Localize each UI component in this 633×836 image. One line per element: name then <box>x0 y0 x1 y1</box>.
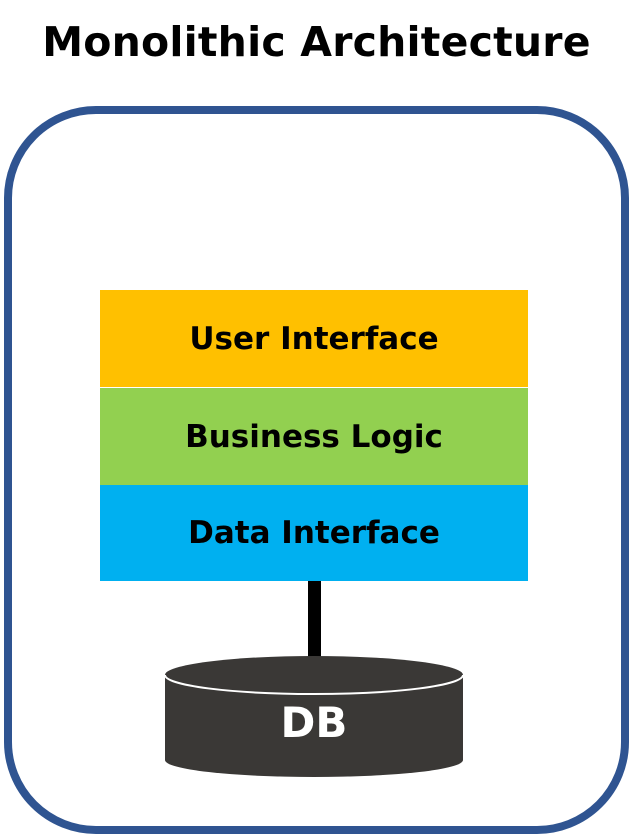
database-label: DB <box>280 698 348 747</box>
db-connector-line <box>308 581 321 658</box>
database-cylinder-icon <box>164 656 464 777</box>
layer-user-interface: User Interface <box>100 290 528 387</box>
layer-label: User Interface <box>189 320 439 357</box>
diagram-title: Monolithic Architecture <box>42 18 591 66</box>
layer-data-interface: Data Interface <box>100 485 528 581</box>
layer-business-logic: Business Logic <box>100 388 528 485</box>
layer-label: Data Interface <box>188 515 440 551</box>
cylinder-body <box>165 675 463 777</box>
monolith-container <box>4 106 629 834</box>
cylinder-rim <box>164 674 464 695</box>
layer-label: Business Logic <box>185 418 443 455</box>
cylinder-top <box>165 656 463 694</box>
